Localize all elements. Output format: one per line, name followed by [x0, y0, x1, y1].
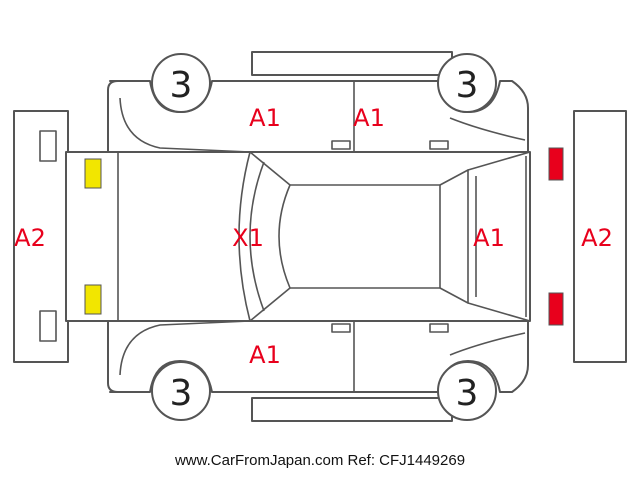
front-lamp-lower — [84, 284, 102, 315]
front-lamp-upper — [84, 158, 102, 189]
wheel-rear-left: 3 — [437, 53, 497, 113]
reference-footer: www.CarFromJapan.com Ref: CFJ1449269 — [174, 452, 466, 469]
left-roof-rail — [251, 51, 453, 76]
right-side-panel — [107, 288, 529, 393]
body-top-view — [65, 151, 531, 322]
code-rear-bumper: A2 — [581, 224, 613, 252]
wheel-rear-left-label: 3 — [456, 65, 479, 106]
wheel-front-right-label: 3 — [170, 373, 193, 414]
rear-lamp-lower — [548, 292, 564, 326]
wheel-front-left: 3 — [151, 53, 211, 113]
code-roof: X1 — [232, 224, 264, 252]
wheel-front-left-label: 3 — [170, 65, 193, 106]
front-bumper — [13, 110, 69, 363]
rear-lamp-upper — [548, 147, 564, 181]
right-roof-rail — [251, 397, 453, 422]
code-door-right-front: A1 — [249, 341, 281, 369]
code-door-left-front: A1 — [249, 104, 281, 132]
wheel-front-right: 3 — [151, 361, 211, 421]
rear-bumper — [573, 110, 627, 363]
code-door-left-rear: A1 — [353, 104, 385, 132]
left-side-panel — [107, 80, 529, 185]
code-tailgate: A1 — [473, 224, 505, 252]
wheel-rear-right-label: 3 — [456, 373, 479, 414]
code-front-bumper: A2 — [14, 224, 46, 252]
wheel-rear-right: 3 — [437, 361, 497, 421]
